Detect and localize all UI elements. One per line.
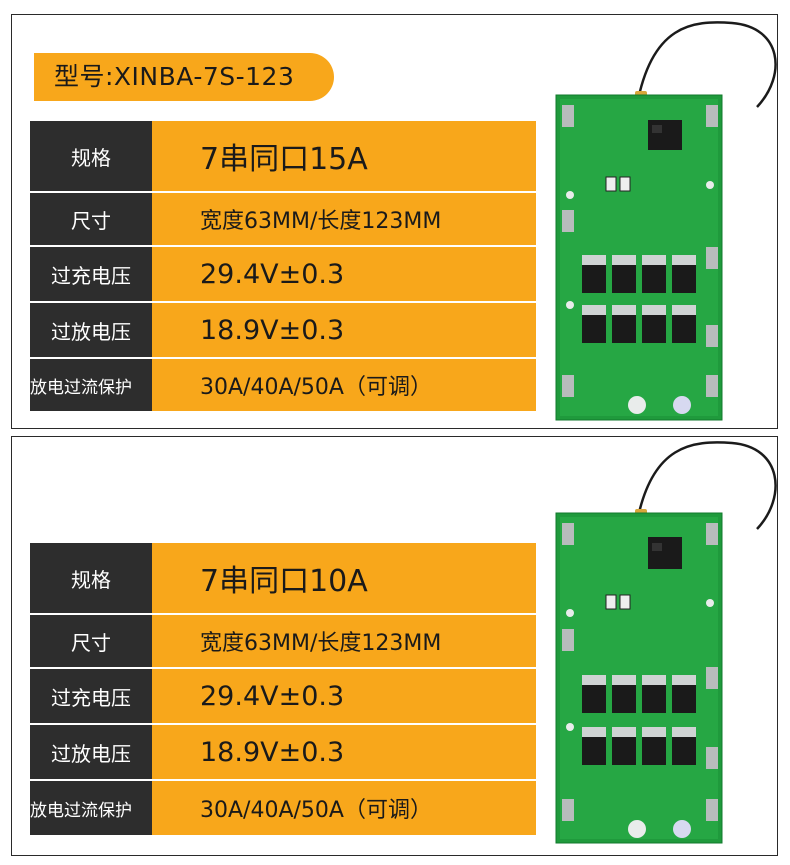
- spec-row: 过充电压 29.4V±0.3: [30, 247, 536, 301]
- spec-value: 18.9V±0.3: [152, 303, 536, 357]
- spec-label: 规格: [30, 543, 152, 613]
- spec-value: 宽度63MM/长度123MM: [152, 615, 536, 667]
- model-tag: 型号:XINBA-7S-123: [34, 53, 334, 101]
- pcb-board-illustration: [555, 441, 777, 844]
- spec-label: 过充电压: [30, 247, 152, 301]
- spec-table: 规格 7串同口15A 尺寸 宽度63MM/长度123MM 过充电压 29.4V±…: [30, 121, 536, 411]
- spec-row: 放电过流保护 30A/40A/50A（可调）: [30, 781, 536, 835]
- spec-row: 规格 7串同口10A: [30, 543, 536, 613]
- pcb-board-illustration: [555, 21, 777, 421]
- spec-label: 放电过流保护: [30, 359, 152, 411]
- pcb-board-image: [542, 437, 777, 855]
- pcb-board-image: [542, 15, 777, 428]
- wire-icon: [635, 21, 777, 108]
- spec-label: 过放电压: [30, 303, 152, 357]
- spec-row: 放电过流保护 30A/40A/50A（可调）: [30, 359, 536, 411]
- spec-value: 7串同口15A: [152, 121, 536, 191]
- wire-icon: [635, 441, 777, 530]
- spec-label: 过充电压: [30, 669, 152, 723]
- spec-label: 过放电压: [30, 725, 152, 779]
- spec-value: 18.9V±0.3: [152, 725, 536, 779]
- spec-value: 29.4V±0.3: [152, 247, 536, 301]
- spec-value: 30A/40A/50A（可调）: [152, 359, 536, 411]
- spec-label: 尺寸: [30, 615, 152, 667]
- spec-value: 宽度63MM/长度123MM: [152, 193, 536, 245]
- spec-value: 30A/40A/50A（可调）: [152, 781, 536, 835]
- spec-row: 过放电压 18.9V±0.3: [30, 303, 536, 357]
- spec-row: 尺寸 宽度63MM/长度123MM: [30, 193, 536, 245]
- spec-row: 尺寸 宽度63MM/长度123MM: [30, 615, 536, 667]
- spec-row: 过充电压 29.4V±0.3: [30, 669, 536, 723]
- spec-row: 过放电压 18.9V±0.3: [30, 725, 536, 779]
- spec-value: 29.4V±0.3: [152, 669, 536, 723]
- spec-table: 规格 7串同口10A 尺寸 宽度63MM/长度123MM 过充电压 29.4V±…: [30, 543, 536, 835]
- spec-label: 规格: [30, 121, 152, 191]
- spec-value: 7串同口10A: [152, 543, 536, 613]
- product-panel-2: 规格 7串同口10A 尺寸 宽度63MM/长度123MM 过充电压 29.4V±…: [11, 436, 778, 856]
- spec-label: 放电过流保护: [30, 781, 152, 835]
- spec-row: 规格 7串同口15A: [30, 121, 536, 191]
- product-panel-1: 型号:XINBA-7S-123 规格 7串同口15A 尺寸 宽度63MM/长度1…: [11, 14, 778, 429]
- spec-label: 尺寸: [30, 193, 152, 245]
